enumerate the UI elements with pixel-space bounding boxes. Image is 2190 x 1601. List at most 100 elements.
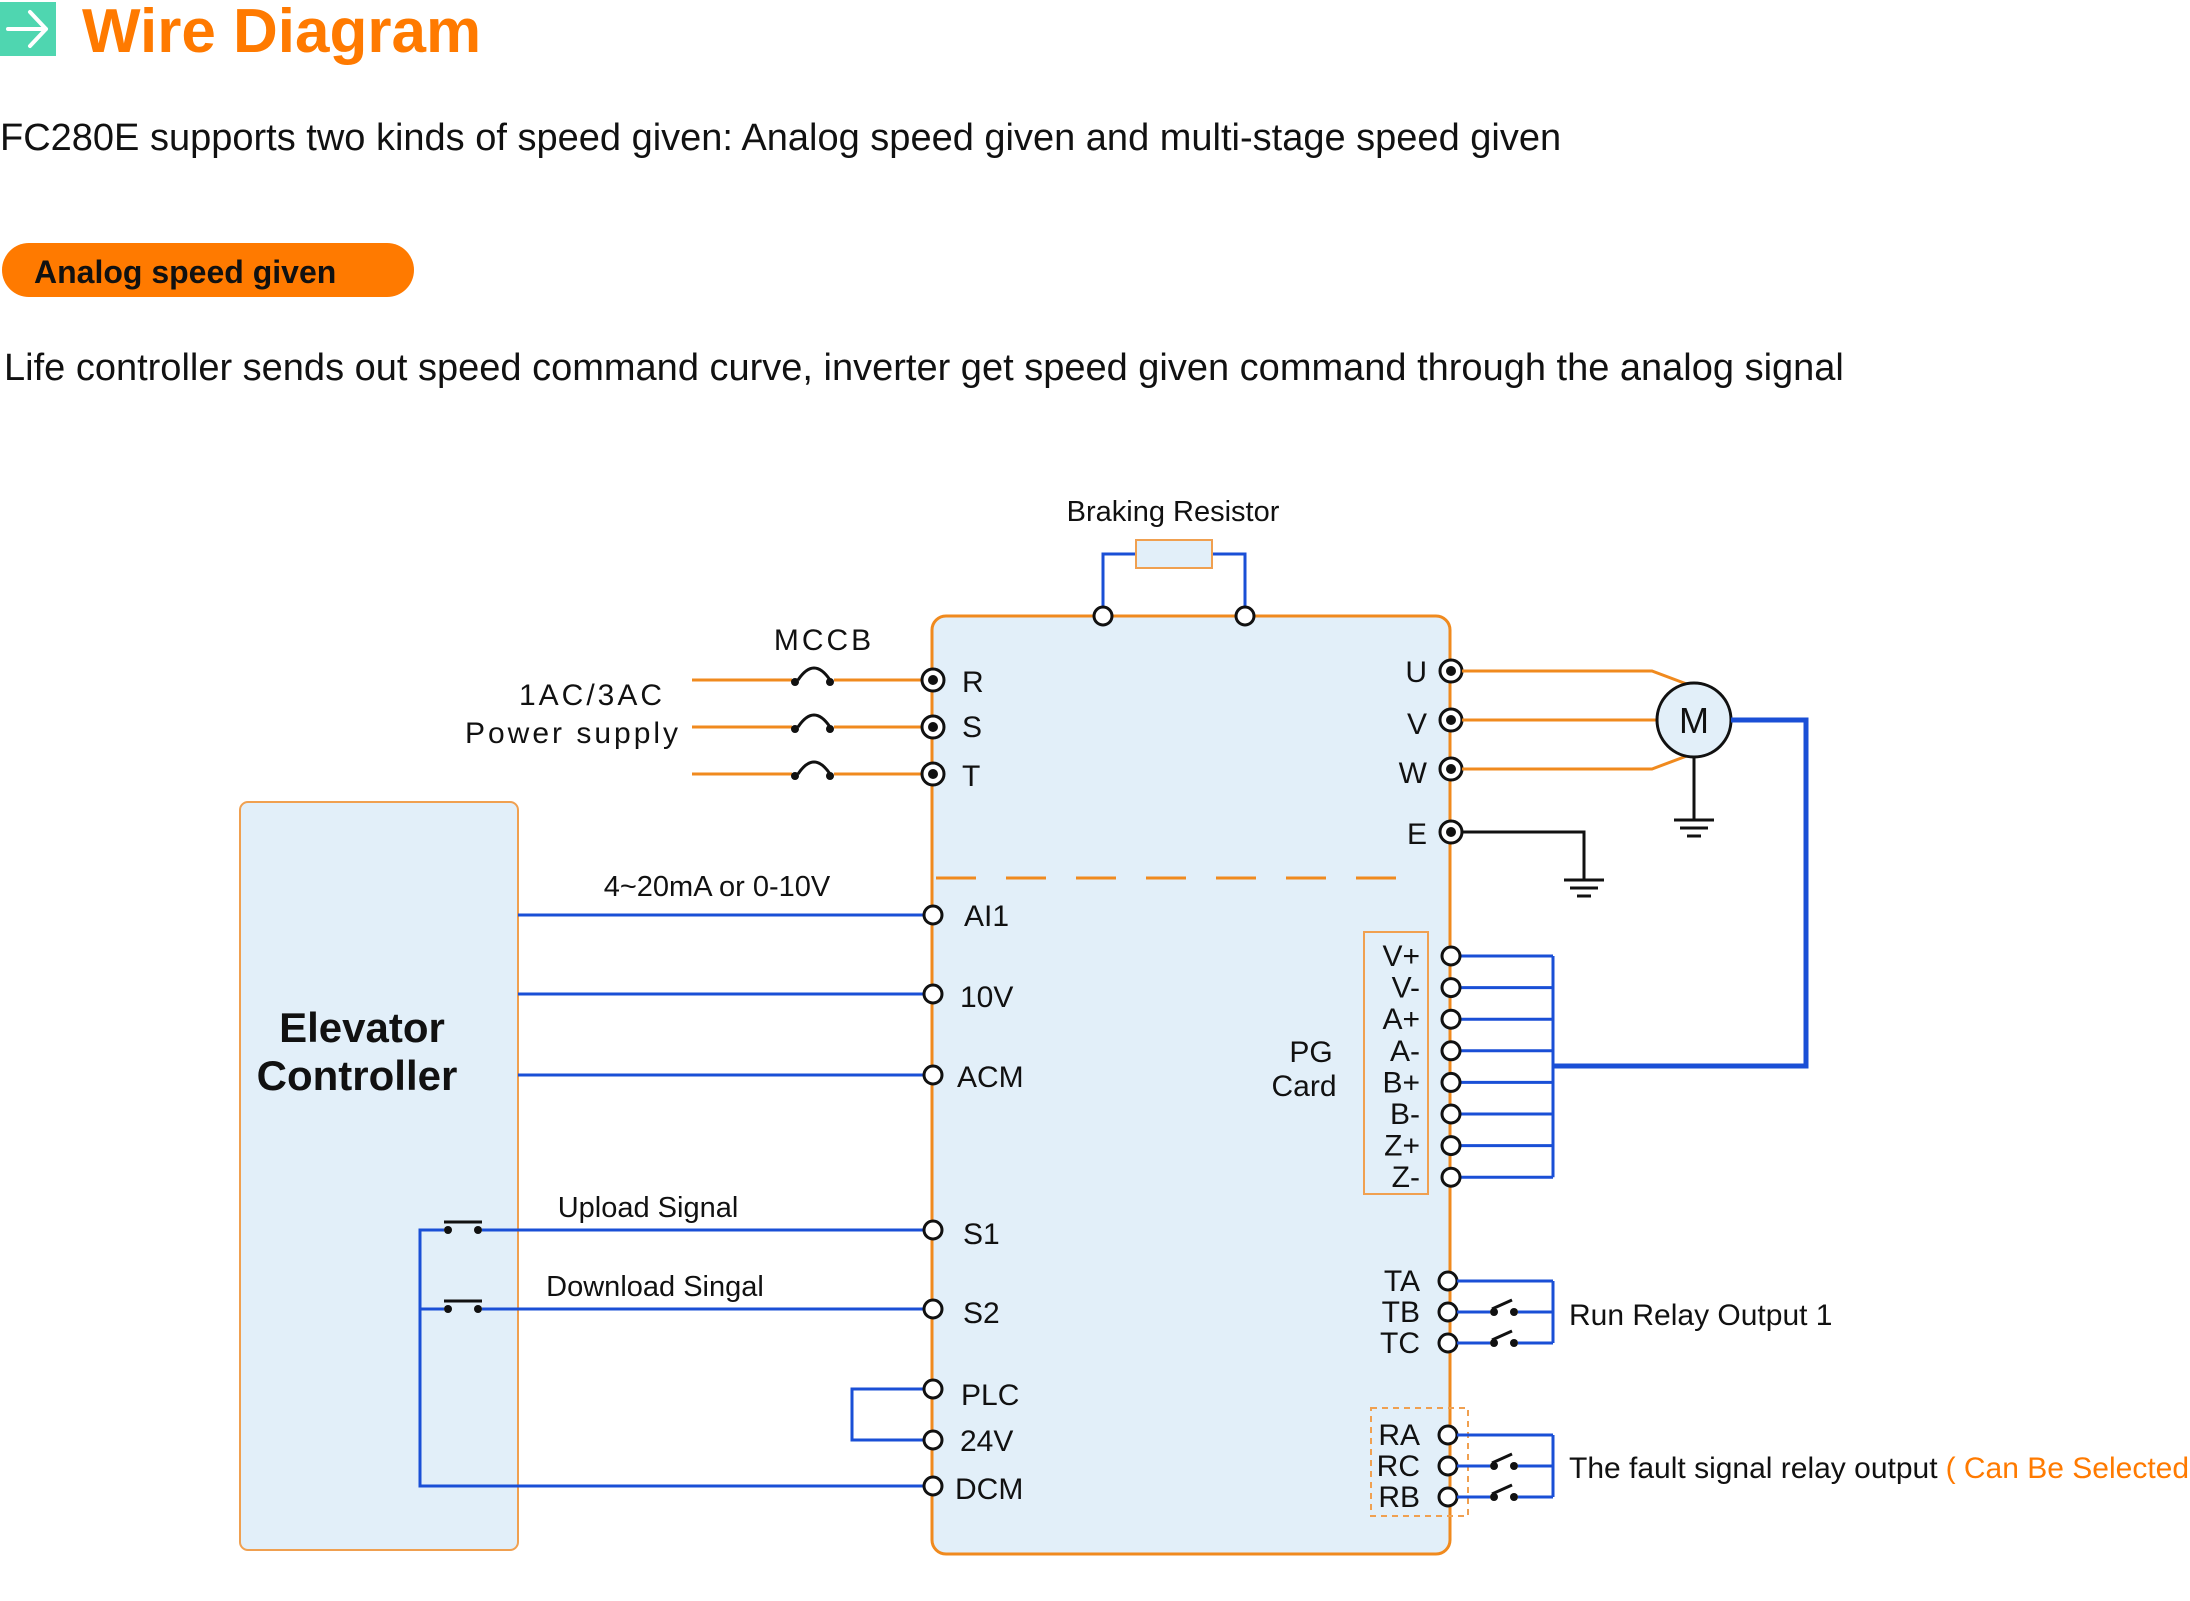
pg-terminal-aplus: [1440, 1008, 1462, 1030]
pg-terminal-label-bminus: B-: [1390, 1098, 1420, 1131]
terminal-label-r: R: [962, 666, 984, 699]
fault-relay-terminal-rc: [1437, 1455, 1459, 1477]
pg-terminal-bminus: [1440, 1103, 1462, 1125]
terminal-r: [920, 667, 946, 693]
terminal-label-s: S: [962, 711, 982, 744]
terminal-label-s1: S1: [963, 1218, 1000, 1251]
terminal-10v: [922, 983, 944, 1005]
fault-relay-terminal-label-rc: RC: [1377, 1450, 1420, 1483]
braking-terminal-left: [1092, 605, 1114, 627]
pg-card-label-line1: PG: [1289, 1036, 1332, 1069]
download-signal-label: Download Singal: [546, 1271, 764, 1303]
fault-relay-label-main: The fault signal relay output: [1569, 1452, 1938, 1485]
terminal-w: [1438, 756, 1464, 782]
fault-relay-contact-icon-rc: [1490, 1452, 1518, 1470]
controller-label-line2: Controller: [257, 1052, 458, 1099]
fault-relay-terminal-label-ra: RA: [1378, 1419, 1420, 1452]
motor-ground-icon: [1674, 757, 1714, 838]
pg-terminal-bplus: [1440, 1071, 1462, 1093]
motor-wires: [1462, 669, 1693, 771]
power-line-t: [692, 760, 924, 780]
fault-relay-terminal-label-rb: RB: [1378, 1481, 1420, 1514]
pg-card-wiring: [1460, 717, 1809, 1179]
pg-terminal-label-vminus: V-: [1392, 972, 1420, 1005]
terminal-label-w: W: [1399, 757, 1428, 790]
terminal-acm: [922, 1064, 944, 1086]
section-badge: Analog speed given: [2, 243, 414, 297]
download-contact-icon: [444, 1299, 482, 1313]
header-arrow-icon: [0, 2, 56, 56]
analog-signal-label: 4~20mA or 0-10V: [604, 871, 831, 903]
run-relay-terminal-label-tb: TB: [1382, 1296, 1420, 1329]
pg-terminal-aminus: [1440, 1040, 1462, 1062]
elevator-controller-box: [239, 801, 519, 1551]
terminal-t: [920, 761, 946, 787]
power-line-r: [692, 666, 924, 686]
terminal-label-plc: PLC: [961, 1379, 1019, 1412]
terminal-e: [1438, 819, 1464, 845]
terminal-label-acm: ACM: [957, 1061, 1024, 1094]
run-relay-terminal-tc: [1437, 1332, 1459, 1354]
fault-relay-note: ( Can Be Selected ): [1946, 1452, 2190, 1485]
terminal-s: [920, 714, 946, 740]
power-supply-line2: Power supply: [465, 717, 681, 750]
terminal-s1: [922, 1219, 944, 1241]
terminal-24v: [922, 1429, 944, 1451]
encoder-cable: [1553, 717, 1809, 1069]
pg-card-label-line2: Card: [1271, 1070, 1336, 1103]
power-supply-line1: 1AC/3AC: [519, 679, 665, 712]
pg-terminal-label-zminus: Z-: [1392, 1161, 1420, 1194]
pg-terminal-label-aplus: A+: [1382, 1003, 1420, 1036]
fault-relay-terminal-ra: [1437, 1424, 1459, 1446]
section-badge-label: Analog speed given: [34, 254, 336, 290]
upload-signal-label: Upload Signal: [558, 1192, 739, 1224]
terminal-dcm: [922, 1475, 944, 1497]
terminal-label-10v: 10V: [960, 981, 1013, 1014]
pg-terminal-zminus: [1440, 1166, 1462, 1188]
run-relay-contact-icon-tc: [1490, 1329, 1518, 1347]
terminal-v: [1438, 707, 1464, 733]
page-title: Wire Diagram: [82, 0, 481, 66]
pg-terminal-zplus: [1440, 1135, 1462, 1157]
terminal-label-e: E: [1407, 818, 1427, 851]
upload-contact-icon: [444, 1220, 482, 1234]
terminal-label-s2: S2: [963, 1297, 1000, 1330]
pg-card-frame: [1363, 931, 1429, 1195]
terminal-u: [1438, 658, 1464, 684]
controller-label-line1: Elevator: [279, 1004, 445, 1051]
fault-relay-frame: [1370, 1407, 1469, 1517]
braking-terminal-right: [1234, 605, 1256, 627]
terminal-label-24v: 24V: [960, 1425, 1013, 1458]
pg-terminal-label-aminus: A-: [1390, 1035, 1420, 1068]
terminal-ai1: [922, 904, 944, 926]
section-description: Life controller sends out speed command …: [4, 347, 1844, 389]
pg-terminal-label-zplus: Z+: [1384, 1130, 1420, 1163]
braking-resistor-label: Braking Resistor: [1067, 496, 1280, 528]
pg-terminal-vplus: [1440, 945, 1462, 967]
run-relay-terminal-tb: [1437, 1301, 1459, 1323]
run-relay-terminal-ta: [1437, 1270, 1459, 1292]
mccb-label: MCCB: [774, 624, 874, 657]
run-relay-terminal-label-tc: TC: [1380, 1327, 1420, 1360]
terminal-label-ai1: AI1: [964, 900, 1009, 933]
intro-text: FC280E supports two kinds of speed given…: [0, 117, 1561, 159]
terminal-label-dcm: DCM: [955, 1473, 1023, 1506]
plc-24v-jumper: [850, 1387, 924, 1442]
run-relay-label: Run Relay Output 1: [1569, 1299, 1832, 1332]
common-return-wire: [418, 1228, 924, 1488]
motor-label: M: [1679, 700, 1709, 741]
fault-relay-label: The fault signal relay output( Can Be Se…: [1569, 1452, 2190, 1485]
pg-terminal-label-bplus: B+: [1382, 1066, 1420, 1099]
fault-relay-terminal-rb: [1437, 1486, 1459, 1508]
run-relay-terminal-label-ta: TA: [1384, 1265, 1420, 1298]
fault-relay-contact-icon-rb: [1490, 1483, 1518, 1501]
run-relay-contact-icon-tb: [1490, 1298, 1518, 1316]
terminal-plc: [922, 1378, 944, 1400]
earth-ground-icon: [1462, 830, 1604, 898]
terminal-s2: [922, 1298, 944, 1320]
terminal-label-u: U: [1405, 656, 1427, 689]
